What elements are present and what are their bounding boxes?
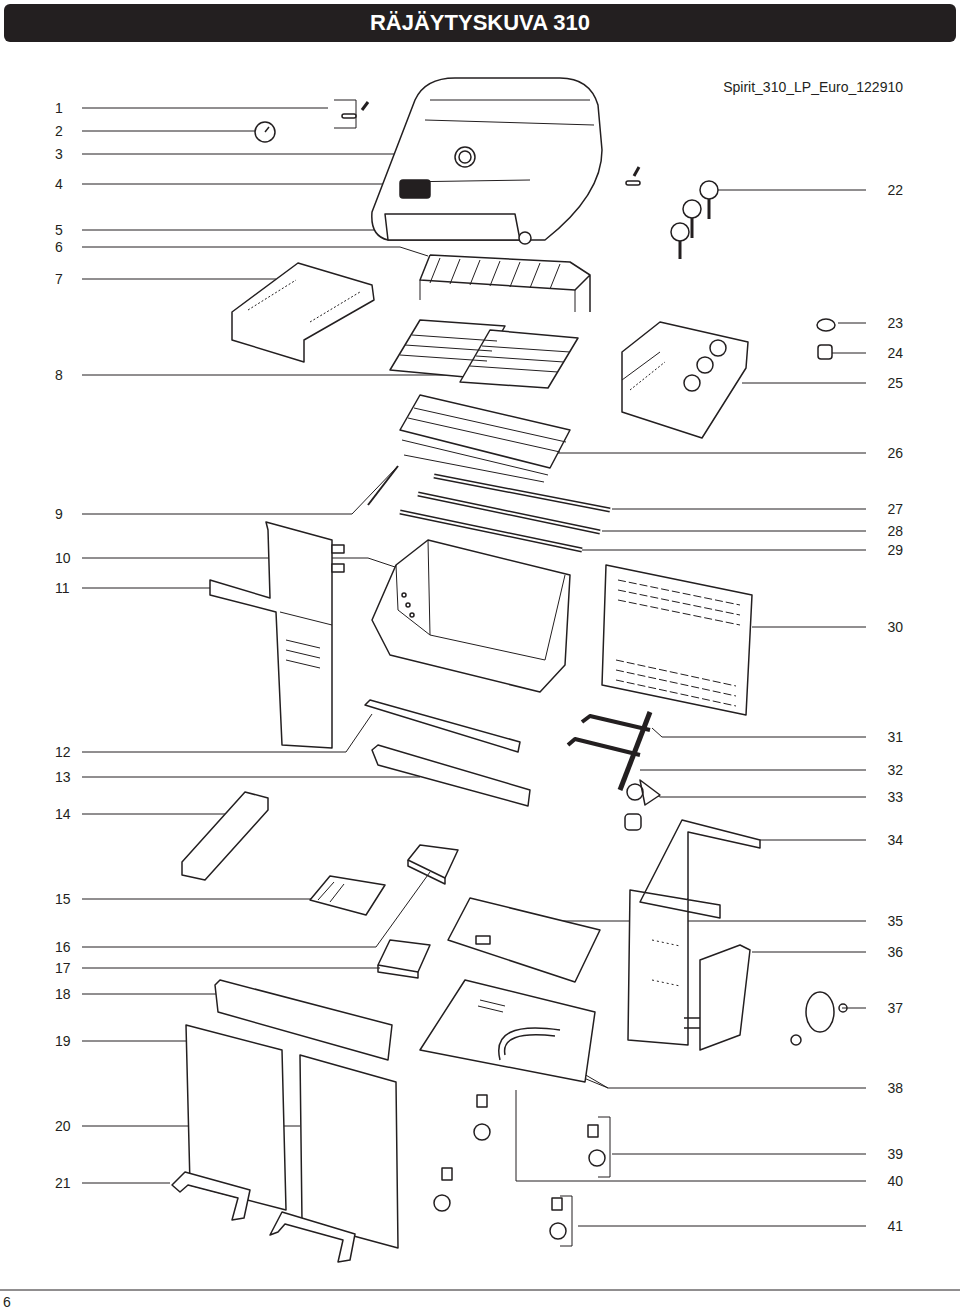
callout-number: 10 bbox=[55, 550, 71, 566]
callout-number: 39 bbox=[887, 1146, 903, 1162]
callout-number: 13 bbox=[55, 769, 71, 785]
callout-number: 16 bbox=[55, 939, 71, 955]
page-number: 6 bbox=[3, 1294, 11, 1310]
callout-number: 6 bbox=[55, 239, 63, 255]
callout-number: 7 bbox=[55, 271, 63, 287]
callout-number: 28 bbox=[887, 523, 903, 539]
callout-number: 2 bbox=[55, 123, 63, 139]
callout-number: 24 bbox=[887, 345, 903, 361]
callout-number: 40 bbox=[887, 1173, 903, 1189]
callout-number: 12 bbox=[55, 744, 71, 760]
callout-number: 38 bbox=[887, 1080, 903, 1096]
callout-number: 15 bbox=[55, 891, 71, 907]
callout-number: 31 bbox=[887, 729, 903, 745]
callout-number: 17 bbox=[55, 960, 71, 976]
callout-number: 1 bbox=[55, 100, 63, 116]
callout-number: 32 bbox=[887, 762, 903, 778]
callout-number: 4 bbox=[55, 176, 63, 192]
callout-number: 33 bbox=[887, 789, 903, 805]
callout-number: 37 bbox=[887, 1000, 903, 1016]
callout-number: 5 bbox=[55, 222, 63, 238]
callout-number: 30 bbox=[887, 619, 903, 635]
leader-lines bbox=[82, 108, 866, 1226]
callout-number: 22 bbox=[887, 182, 903, 198]
callout-number: 23 bbox=[887, 315, 903, 331]
callout-number: 27 bbox=[887, 501, 903, 517]
callout-number: 36 bbox=[887, 944, 903, 960]
callout-number: 25 bbox=[887, 375, 903, 391]
callout-number: 11 bbox=[55, 580, 70, 596]
callout-number: 21 bbox=[55, 1175, 71, 1191]
callout-number: 20 bbox=[55, 1118, 71, 1134]
callout-number: 29 bbox=[887, 542, 903, 558]
callout-number: 3 bbox=[55, 146, 63, 162]
callout-number: 41 bbox=[887, 1218, 903, 1234]
callout-number: 26 bbox=[887, 445, 903, 461]
callout-number: 8 bbox=[55, 367, 63, 383]
callout-number: 14 bbox=[55, 806, 71, 822]
callout-number: 34 bbox=[887, 832, 903, 848]
model-code: Spirit_310_LP_Euro_122910 bbox=[723, 79, 903, 95]
page-title: RÄJÄYTYSKUVA 310 bbox=[4, 4, 956, 42]
callout-number: 19 bbox=[55, 1033, 71, 1049]
callout-number: 9 bbox=[55, 506, 63, 522]
callout-number: 18 bbox=[55, 986, 71, 1002]
callout-number: 35 bbox=[887, 913, 903, 929]
